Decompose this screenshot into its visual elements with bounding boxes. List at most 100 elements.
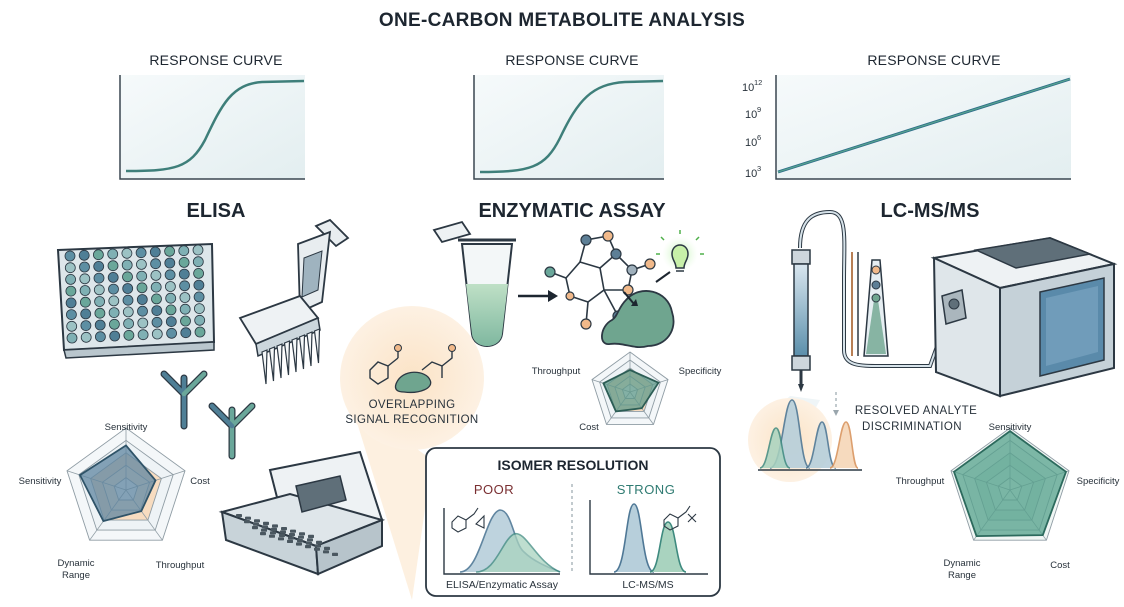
strong-label: STRONG <box>617 482 676 497</box>
plate-well <box>151 316 163 328</box>
plate-well <box>123 329 135 341</box>
reader-key <box>308 534 314 538</box>
ion-source-icon <box>863 259 889 357</box>
plate-well <box>137 305 148 317</box>
plate-well <box>79 273 91 285</box>
reader-key <box>315 544 321 548</box>
plate-well <box>121 259 133 271</box>
well-plate-illustration <box>56 242 216 359</box>
plate-well <box>150 269 162 281</box>
reader-key <box>316 540 322 544</box>
enzyme-icon <box>601 290 675 348</box>
plate-well <box>166 327 178 339</box>
plate-well <box>193 267 205 279</box>
reader-key <box>269 534 275 538</box>
reader-key <box>306 541 312 545</box>
tick-1e12-exp: 12 <box>754 78 762 87</box>
test-tube-icon <box>432 220 516 347</box>
plate-reader-icon <box>218 450 386 576</box>
reader-key <box>260 532 266 536</box>
plate-well <box>180 315 191 327</box>
lcms-curve-label: RESPONSE CURVE <box>867 52 1000 68</box>
plate-well <box>107 271 119 283</box>
reader-key <box>297 539 303 543</box>
tick-1e9-exp: 9 <box>757 105 761 114</box>
plate-well <box>107 260 119 272</box>
reader-key <box>236 514 242 518</box>
resolved-line-2: DISCRIMINATION <box>862 421 962 433</box>
reader-key <box>253 522 259 526</box>
plate-well <box>194 314 206 326</box>
reader-key <box>262 525 268 529</box>
plate-well <box>66 332 78 344</box>
strong-caption: LC-MS/MS <box>622 579 673 591</box>
antibody-icons <box>160 370 256 460</box>
plate-well <box>123 318 135 330</box>
plate-well <box>179 292 191 303</box>
plate-well <box>165 316 177 328</box>
plate-well <box>66 309 77 321</box>
lightbulb-icon <box>655 230 704 283</box>
pipette-tip <box>306 331 313 367</box>
reader-key <box>252 526 258 530</box>
reader-key <box>299 532 305 536</box>
pipette-tip <box>291 337 298 373</box>
elisa-radar-label-cost: Cost <box>190 476 210 487</box>
plate-well <box>93 249 104 261</box>
plate-well <box>135 247 147 259</box>
lcms-radar-label-throughput: Throughput <box>896 476 945 487</box>
reader-key <box>271 527 277 531</box>
plate-well <box>122 306 134 318</box>
elisa-radar-chart <box>66 427 186 541</box>
main-title: ONE-CARBON METABOLITE ANALYSIS <box>379 10 745 31</box>
poor-caption: ELISA/Enzymatic Assay <box>446 579 559 591</box>
elisa-radar-label-sensitivity-top: Sensitivity <box>105 422 148 433</box>
pipette-tip <box>298 334 306 370</box>
plate-well <box>178 268 190 280</box>
radar-score-shape <box>602 369 660 413</box>
reader-key <box>332 552 338 556</box>
enzymatic-radar-chart <box>591 351 669 425</box>
plate-well <box>193 279 205 291</box>
plate-well <box>178 245 190 257</box>
plate-well <box>179 303 191 315</box>
plate-well <box>180 327 192 339</box>
reader-key <box>270 531 276 535</box>
tick-1e6-base: 10 <box>745 137 757 149</box>
plate-well <box>137 317 149 329</box>
reader-key <box>245 516 251 520</box>
poor-label: POOR <box>474 482 514 497</box>
plate-well <box>109 318 120 330</box>
elisa-response-curve <box>119 75 305 180</box>
plate-well <box>80 320 92 332</box>
plate-well <box>64 262 76 274</box>
tick-1e12-base: 10 <box>742 82 754 94</box>
plate-well <box>65 285 77 297</box>
reader-key <box>279 533 285 537</box>
enzymatic-radar-label-throughput: Throughput <box>532 366 581 377</box>
plate-well <box>109 330 121 342</box>
plate-well <box>80 331 92 343</box>
plate-well <box>151 328 163 340</box>
enzymatic-response-curve <box>473 75 664 180</box>
plate-well <box>151 305 163 317</box>
reader-key <box>305 545 311 549</box>
arrow-icon <box>518 290 558 302</box>
plate-well <box>194 326 206 338</box>
plate-well <box>94 307 106 319</box>
plate-well <box>108 283 119 295</box>
lcms-radar-chart <box>950 427 1070 541</box>
plate-well <box>192 244 204 256</box>
pipette-tip <box>313 328 321 364</box>
plate-well <box>108 295 120 307</box>
reader-key <box>324 546 330 550</box>
plate-well <box>136 294 148 305</box>
reader-key <box>254 519 260 523</box>
elisa-title: ELISA <box>187 200 246 222</box>
reader-key <box>289 533 295 537</box>
enzymatic-radar-label-cost: Cost <box>579 422 599 433</box>
plate-well <box>178 256 190 268</box>
plate-well <box>165 304 177 316</box>
